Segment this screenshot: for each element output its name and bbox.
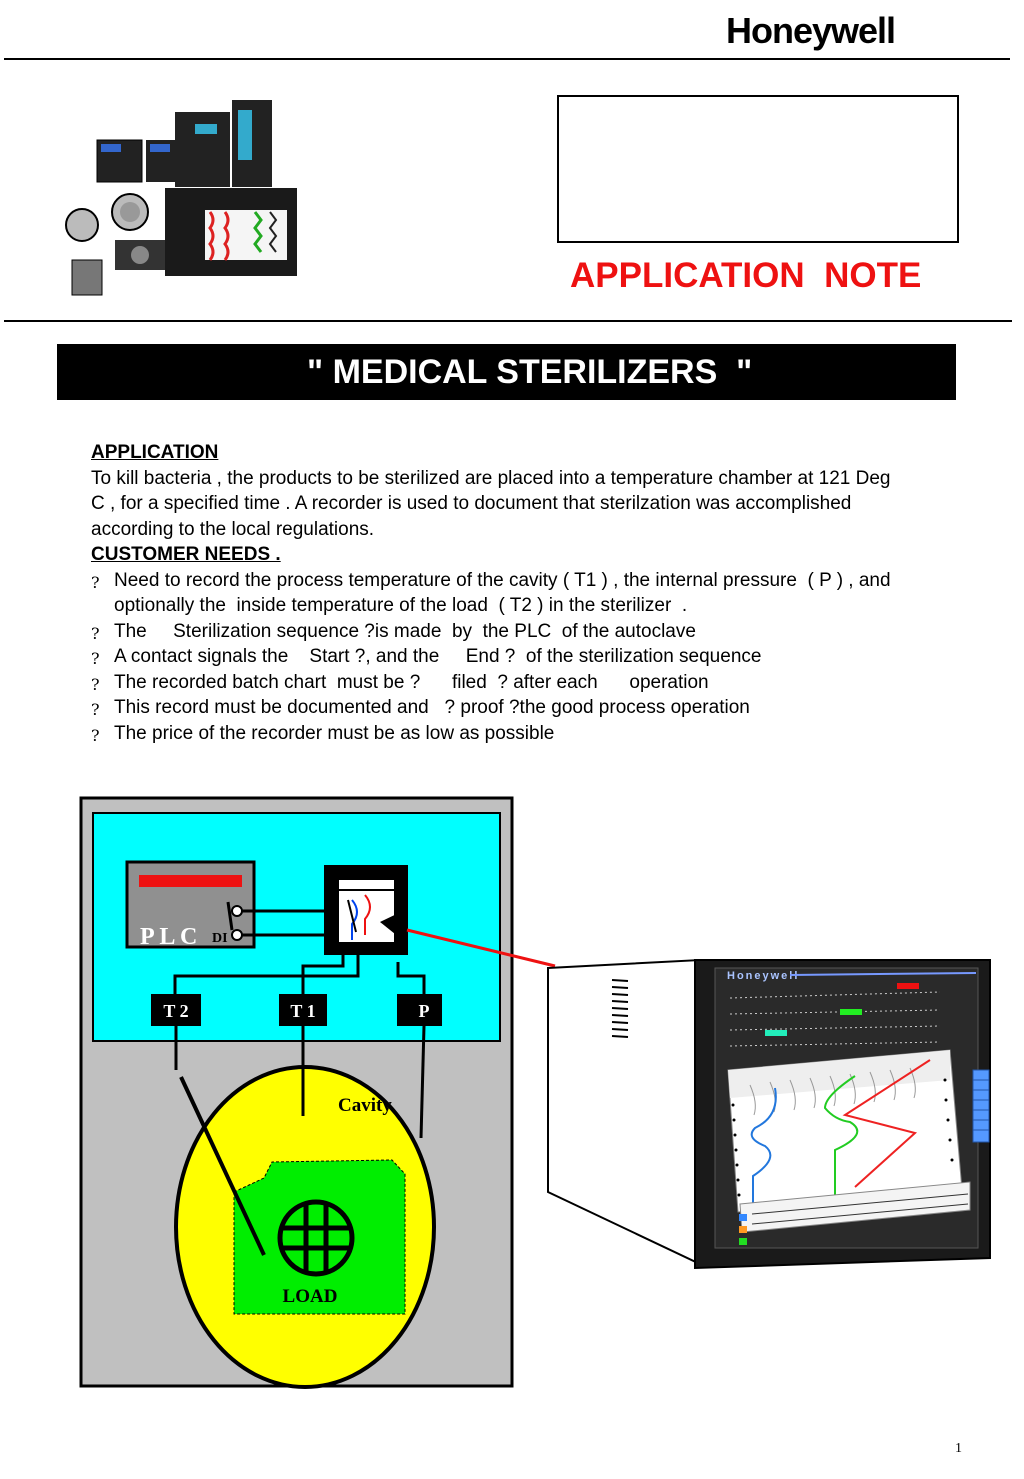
page-number: 1 [955, 1441, 962, 1456]
bullet-marker: ? [91, 623, 100, 643]
header-divider [4, 58, 1010, 60]
t1-sensor [279, 994, 327, 1026]
body-content: APPLICATION To kill bacteria , the produ… [91, 440, 891, 746]
t2-sensor [151, 994, 201, 1026]
bullet-marker: ? [91, 725, 100, 745]
application-note-box [557, 95, 959, 243]
bullet-marker: ? [91, 572, 100, 592]
plc-display [139, 875, 242, 887]
bullet-marker: ? [91, 674, 100, 694]
bullet-marker: ? [91, 700, 100, 719]
chart-trace-blue [750, 1087, 777, 1206]
p-label: P [419, 1001, 430, 1021]
t1-label: T 1 [290, 1001, 315, 1021]
title-banner: " MEDICAL STERILIZERS " [57, 344, 956, 400]
t2-label: T 2 [163, 1001, 188, 1021]
di-label: DI [212, 931, 228, 946]
bullet-marker: ? [91, 649, 100, 668]
sterilizer-diagram: P L C DI T 2 T 1 P Cavity LOAD [79, 796, 991, 1389]
customer-needs-heading: CUSTOMER NEEDS . [91, 544, 281, 565]
list-item: ?This record must be documented and ? pr… [91, 695, 891, 721]
product-line-illustration [65, 100, 297, 296]
list-item: ?The Sterilization sequence ?is made by … [91, 619, 891, 645]
load-label: LOAD [283, 1286, 338, 1307]
list-item: ?A contact signals the Start ?, and the … [91, 644, 891, 670]
application-text: To kill bacteria , the products to be st… [91, 467, 891, 540]
load-area [233, 1159, 406, 1315]
application-heading: APPLICATION [91, 442, 219, 463]
chart-trace-green [823, 1075, 859, 1196]
chart-trace-red [842, 1059, 931, 1188]
application-note-label: APPLICATION NOTE [570, 256, 922, 295]
list-item: ?The recorded batch chart must be ? file… [91, 670, 891, 696]
brand-logo: Honeywell [726, 10, 896, 51]
recorder-side [547, 958, 701, 1266]
list-item: ?The price of the recorder must be as lo… [91, 721, 891, 747]
load-symbol [277, 1199, 355, 1277]
recorder-brand: Honeywell [727, 970, 799, 982]
plc-label: P L C [140, 924, 197, 950]
p-sensor [397, 994, 442, 1026]
list-item: ?Need to record the process temperature … [91, 569, 902, 617]
cavity-label: Cavity [338, 1095, 392, 1116]
customer-needs-list: ?Need to record the process temperature … [91, 568, 891, 747]
section-divider [4, 320, 1012, 322]
